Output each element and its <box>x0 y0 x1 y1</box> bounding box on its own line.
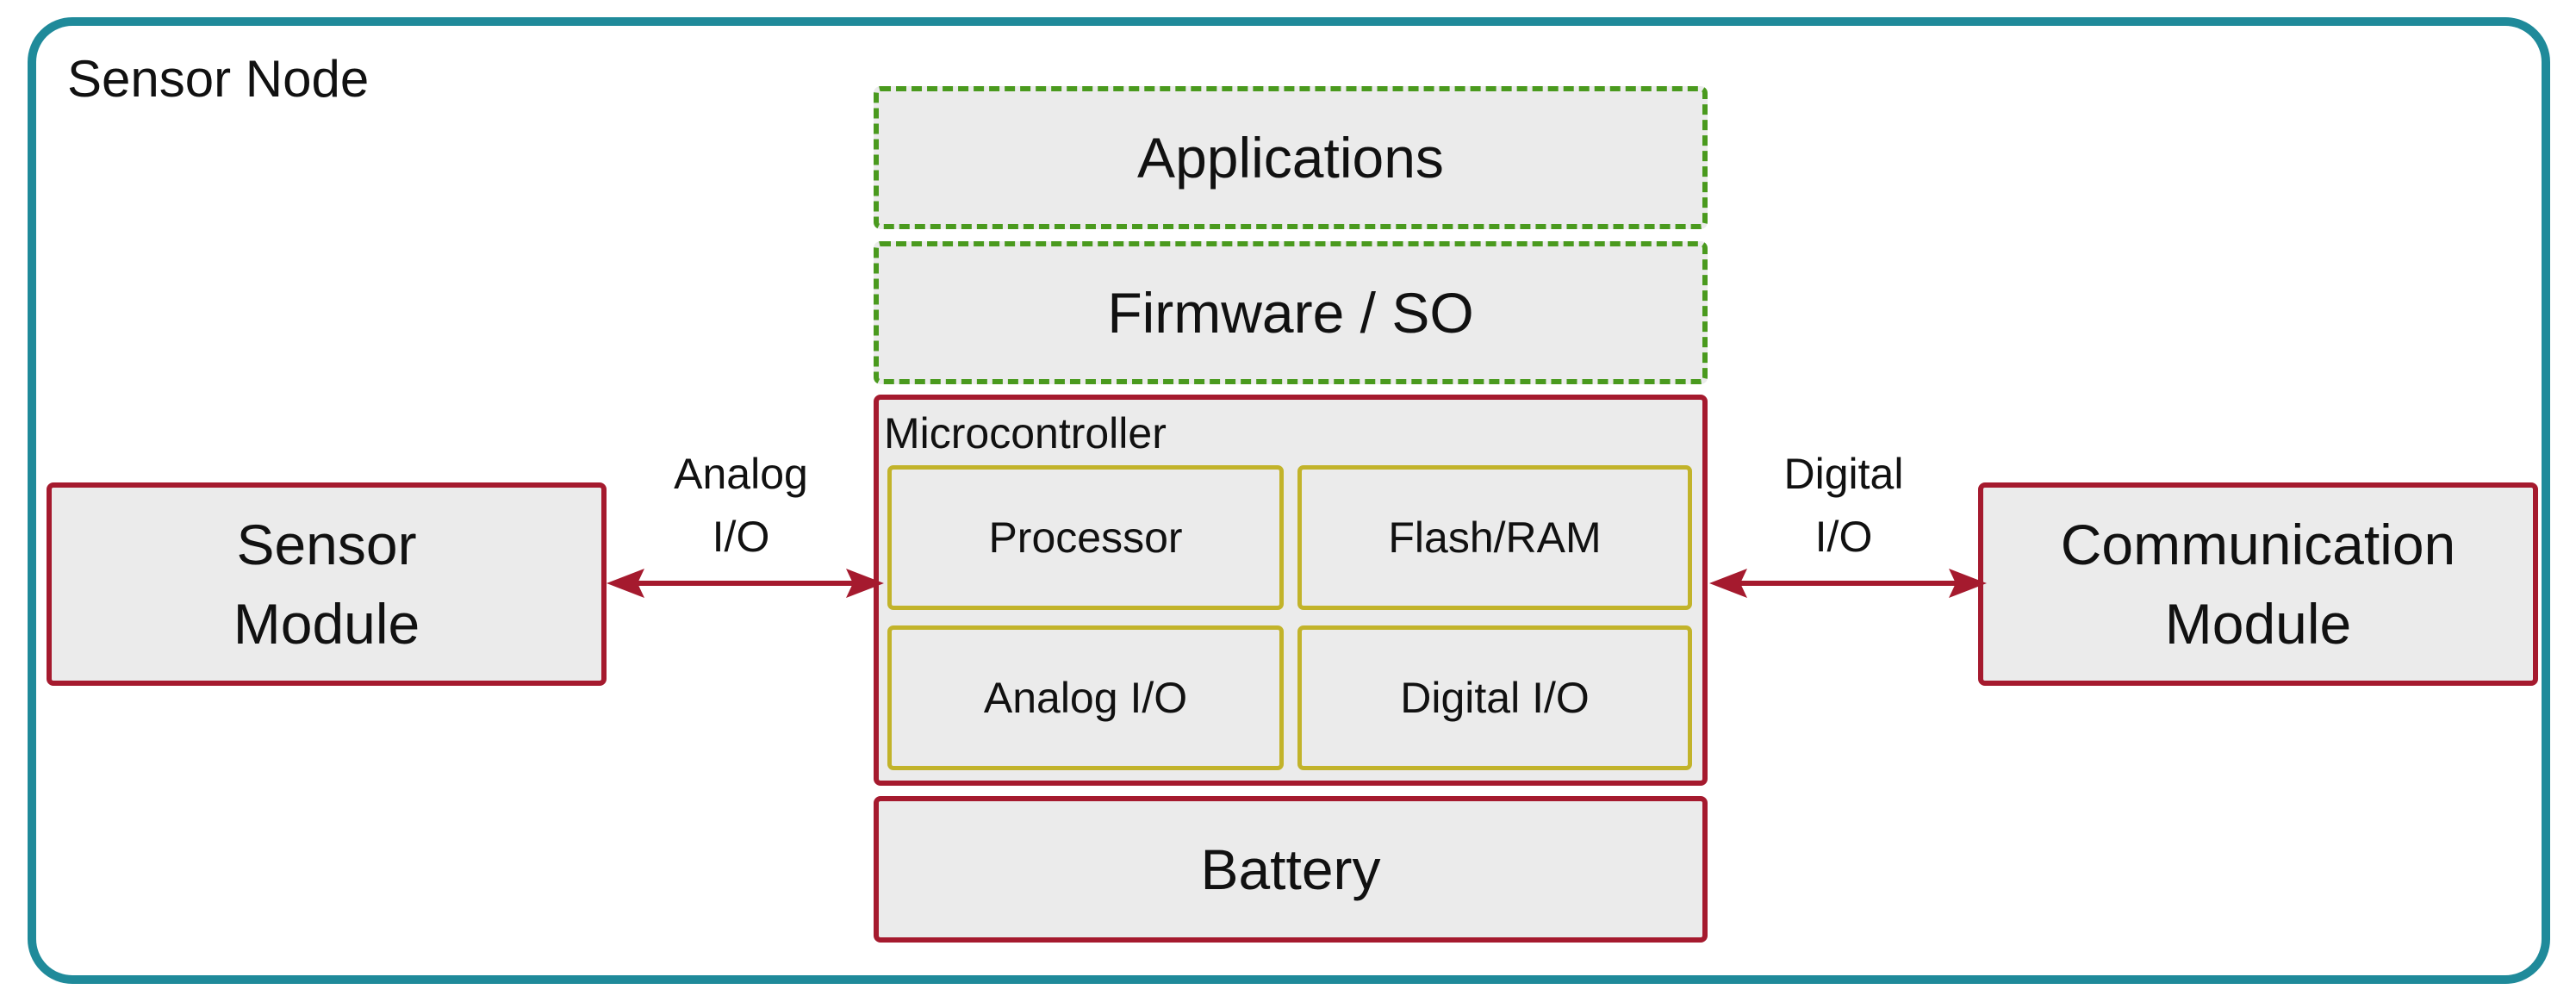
sensor-node-title: Sensor Node <box>67 50 370 108</box>
sensor-module-box: Sensor Module <box>47 482 607 686</box>
analog-io-box: Analog I/O <box>887 625 1284 770</box>
analog-io-arrow <box>607 569 884 598</box>
digital-io-link-label: Digital I/O <box>1783 450 1904 561</box>
digital-io-box: Digital I/O <box>1297 625 1692 770</box>
microcontroller-label: Microcontroller <box>884 409 1167 457</box>
applications-box: Applications <box>874 86 1708 229</box>
flash-ram-box: Flash/RAM <box>1297 465 1692 610</box>
firmware-box: Firmware / SO <box>874 241 1708 384</box>
digital-io-arrow <box>1709 569 1987 598</box>
communication-module-box: Communication Module <box>1978 482 2538 686</box>
processor-box: Processor <box>887 465 1284 610</box>
analog-io-link-label: Analog I/O <box>674 450 808 561</box>
battery-box: Battery <box>874 796 1708 943</box>
